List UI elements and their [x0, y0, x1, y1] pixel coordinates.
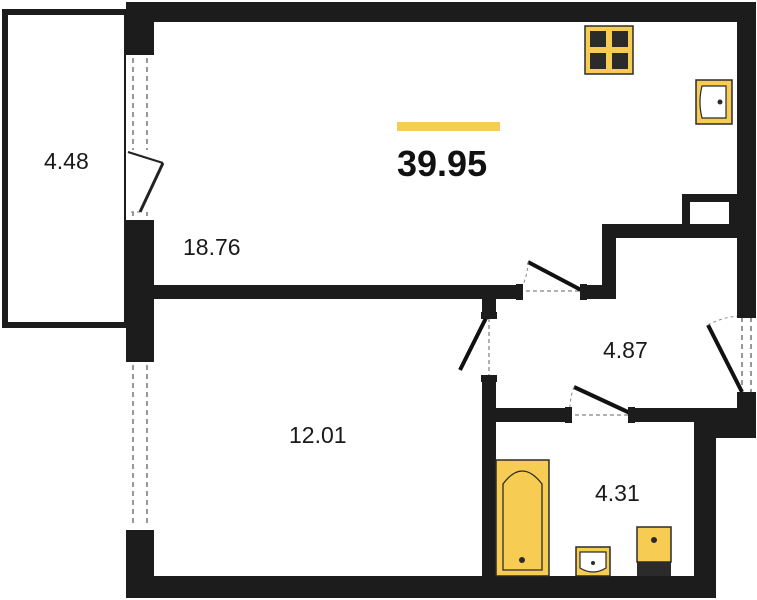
living-kitchen-area-label: 18.76 [183, 234, 241, 260]
door-living-hallway [516, 260, 587, 300]
toilet-icon [636, 526, 672, 576]
stove-icon [584, 25, 634, 75]
door-balcony [127, 150, 165, 213]
window-right [737, 314, 756, 395]
bathtub-icon [495, 459, 550, 577]
bathroom-area-label: 4.31 [595, 480, 640, 506]
sink-icon [695, 79, 733, 125]
total-area-accent-bar [397, 122, 500, 131]
washbasin-icon [575, 546, 611, 577]
balcony-area-label: 4.48 [44, 148, 89, 174]
total-area-label: 39.95 [397, 143, 488, 184]
door-entrance [706, 311, 756, 399]
interior-walls [154, 194, 752, 576]
hallway-area-label: 4.87 [603, 337, 648, 363]
exterior-walls [126, 2, 756, 598]
door-bedroom-hallway [458, 312, 497, 382]
bedroom-area-label: 12.01 [289, 422, 347, 448]
door-hallway-bathroom [565, 385, 635, 423]
window-left-bottom [126, 362, 154, 530]
